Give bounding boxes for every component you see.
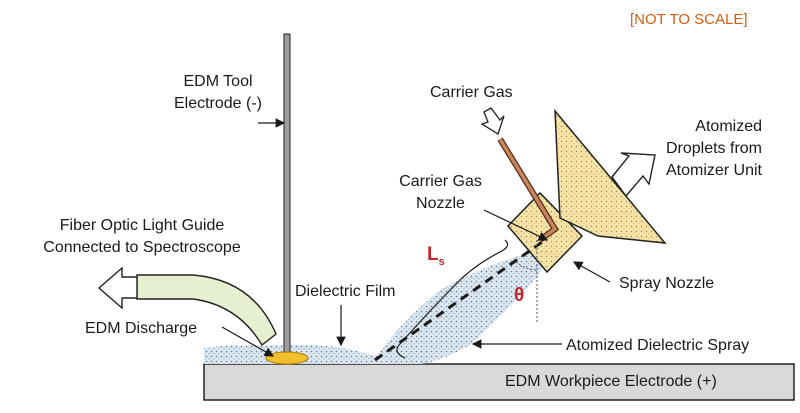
pointer-carrier-gas-nozzle [483,209,549,241]
theta-angle-arc [515,261,538,271]
label-tool-electrode-line2: Electrode (-) [173,95,263,112]
label-carrier-gas-nozzle: Carrier Gas Nozzle [383,171,498,215]
fiber-optic-light-guide [136,274,277,347]
label-tool-electrode-line1: EDM Tool [183,73,253,90]
label-spray-nozzle: Spray Nozzle [619,275,715,292]
label-ls: Ls [427,244,445,268]
label-ls-sub: s [438,256,445,268]
label-workpiece: EDM Workpiece Electrode (+) [505,373,717,390]
tool-electrode [283,33,291,355]
open-arrow-down-icon [480,107,505,135]
label-atomized-line2: Droplets from [665,140,762,157]
label-fiber-line2: Connected to Spectroscope [43,239,241,256]
workpiece-block [203,363,795,401]
label-carrier-gas-nozzle-line2: Nozzle [416,195,465,212]
atomized-spray-cone [372,250,548,364]
edm-discharge-spark [265,351,309,365]
label-ls-main: L [427,244,439,265]
pointer-spray-nozzle [572,261,611,283]
label-dielectric-film: Dielectric Film [295,283,396,300]
label-atomized-spray: Atomized Dielectric Spray [566,337,750,354]
label-edm-discharge: EDM Discharge [85,320,198,337]
label-fiber-optic: Fiber Optic Light Guide Connected to Spe… [12,215,272,259]
ls-bracket [396,239,509,359]
open-arrow-left-down-icon [611,152,656,198]
label-carrier-gas-nozzle-line1: Carrier Gas [399,173,482,190]
pointer-edm-discharge [221,326,275,357]
not-to-scale-note: [NOT TO SCALE] [630,11,748,28]
open-arrow-left-icon [97,266,138,310]
atomizer-funnel [554,108,667,244]
label-fiber-line1: Fiber Optic Light Guide [59,217,225,234]
label-atomized-line1: Atomized [695,118,762,135]
label-atomized-line3: Atomizer Unit [665,162,762,179]
label-atomized-droplets: Atomized Droplets from Atomizer Unit [640,116,762,182]
label-carrier-gas: Carrier Gas [430,84,513,101]
label-theta: θ [514,285,525,306]
label-tool-electrode: EDM Tool Electrode (-) [163,71,273,115]
